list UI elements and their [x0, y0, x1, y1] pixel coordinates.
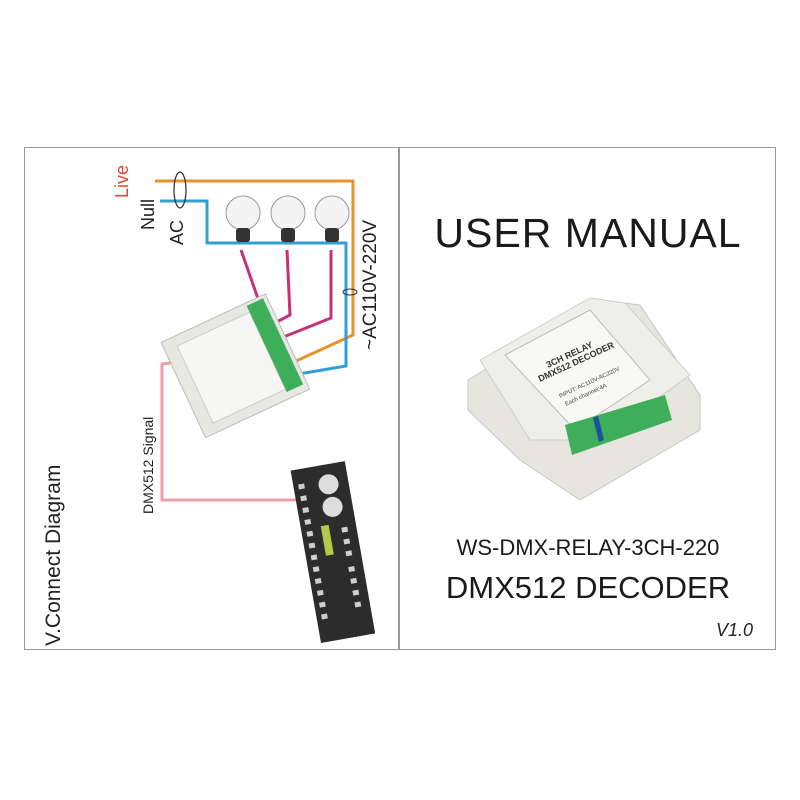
ac-bundle-ring — [173, 171, 187, 209]
page-divider — [398, 147, 400, 650]
user-manual-heading: USER MANUAL — [434, 210, 742, 256]
product-name: DMX512 DECODER — [445, 570, 731, 605]
bulb-icon — [314, 195, 350, 242]
decoder-device-photo: 3CH RELAY DMX512 DECODER INPUT: AC110V-A… — [467, 297, 701, 501]
live-wire — [155, 179, 355, 374]
bulb-icon — [225, 195, 261, 242]
voltage-label: ~AC110V-220V — [360, 219, 381, 350]
null-wire — [160, 199, 348, 380]
dmx-console — [290, 461, 376, 643]
ac-label: AC — [167, 219, 187, 245]
page-border — [24, 147, 776, 650]
dmx-signal-label: DMX512 Signal — [140, 416, 156, 514]
null-label: Null — [138, 198, 158, 230]
version-label: V1.0 — [716, 620, 754, 640]
connect-diagram-title: V.Connect Diagram — [42, 464, 65, 646]
voltage-ring — [342, 288, 358, 296]
decoder-device-diagram — [160, 293, 311, 439]
model-number: WS-DMX-RELAY-3CH-220 — [456, 535, 720, 560]
bulb-icon — [270, 195, 306, 242]
live-label: Live — [112, 164, 132, 198]
